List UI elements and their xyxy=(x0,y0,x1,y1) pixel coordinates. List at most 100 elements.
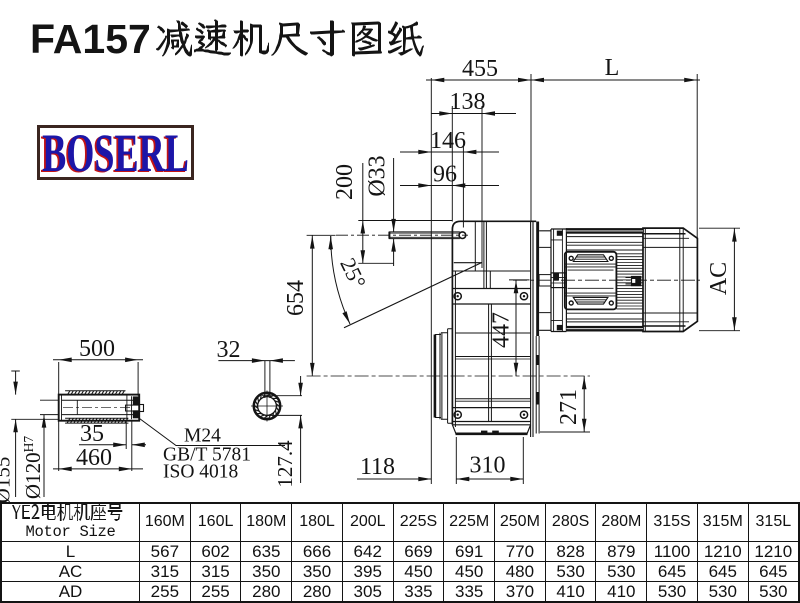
dim-label: 200 xyxy=(332,164,358,200)
dim-label: 96 xyxy=(433,162,457,188)
table-cell: 530 xyxy=(544,560,597,582)
dim-label: 32 xyxy=(217,337,241,363)
table-col-header: 180M xyxy=(240,502,293,542)
table-col-header: 225S xyxy=(392,502,445,542)
dim-label: Ø155 xyxy=(0,457,15,504)
wall-section xyxy=(536,221,540,336)
table-cell: 410 xyxy=(595,580,648,602)
table-col-header: 315L xyxy=(747,502,800,542)
table-cell: 280 xyxy=(240,580,293,602)
table-cell: 645 xyxy=(696,560,749,582)
table-cell: 350 xyxy=(240,560,293,582)
table-header-motor-size: Motor Size xyxy=(0,502,140,542)
line xyxy=(452,221,534,437)
dim-label: 138 xyxy=(450,89,486,115)
line xyxy=(551,277,567,284)
table-cell: 666 xyxy=(291,540,343,562)
table-cell: 669 xyxy=(392,540,445,562)
table-cell: 335 xyxy=(443,580,496,602)
page-title: FA157 xyxy=(30,14,425,60)
dim-label: Ø120H7 xyxy=(21,436,45,499)
dim-label: 455 xyxy=(462,56,498,82)
table-header-motor-size-en: Motor Size xyxy=(25,523,116,541)
window-bolt xyxy=(608,300,614,306)
base-nub xyxy=(481,430,488,434)
table-cell: 567 xyxy=(139,540,191,562)
dim-label: GB/T 5781 xyxy=(163,445,251,466)
table-col-header: 315S xyxy=(646,502,698,542)
dim-label: 654 xyxy=(283,280,309,316)
brand-logo-text: BOSERL xyxy=(42,122,189,183)
dim-label: 127.4 xyxy=(273,440,297,488)
window-detail xyxy=(572,296,609,305)
shaft-key-notch xyxy=(632,279,636,283)
m24-bolt xyxy=(138,403,145,413)
table-row-label: AC xyxy=(0,560,140,582)
table-row-label: AD xyxy=(0,580,140,602)
dim-label: 25° xyxy=(335,254,371,293)
line xyxy=(643,228,698,332)
table-cell: 645 xyxy=(747,560,800,582)
dim-label: ISO 4018 xyxy=(163,462,238,483)
table-cell: 635 xyxy=(240,540,293,562)
table-cell: 879 xyxy=(595,540,648,562)
flange-mark xyxy=(556,230,563,236)
window-detail xyxy=(574,256,607,303)
table-cell: 480 xyxy=(494,560,546,582)
endplate-section xyxy=(132,396,140,406)
dim-label: Ø33 xyxy=(365,155,391,196)
wall-section xyxy=(536,392,540,405)
table-cell: 350 xyxy=(291,560,343,582)
page-title-latin: FA157 xyxy=(30,16,151,62)
page-title-cjk xyxy=(155,19,424,57)
table-cell: 315 xyxy=(189,560,242,582)
table-col-header: 315M xyxy=(696,502,749,542)
motor-fin xyxy=(616,253,643,310)
table-cell: 530 xyxy=(595,560,648,582)
table-col-header: 160L xyxy=(189,502,242,542)
ext-line xyxy=(11,74,740,484)
table-cell: 410 xyxy=(544,580,597,602)
dim-label: AC xyxy=(706,262,732,295)
table-col-header: 250M xyxy=(494,502,546,542)
table-header-cjk xyxy=(11,504,122,521)
table-cell: 370 xyxy=(494,580,546,602)
flange-mark xyxy=(556,324,563,331)
bolt xyxy=(519,291,529,301)
base-nub xyxy=(492,430,499,434)
table-col-header: 180L xyxy=(291,502,343,542)
table-header-cjk-glyphs xyxy=(11,504,122,521)
section-hatch xyxy=(253,392,281,420)
table-cell: 770 xyxy=(494,540,546,562)
table-cell: 828 xyxy=(544,540,597,562)
brand-logo: BOSERL xyxy=(37,125,194,180)
bolt xyxy=(453,410,463,420)
center-line xyxy=(306,279,700,377)
table-cell: 305 xyxy=(341,580,394,602)
table-col-header: 160M xyxy=(139,502,191,542)
table-cell: 1100 xyxy=(646,540,698,562)
table-col-header: 280M xyxy=(595,502,648,542)
line xyxy=(455,358,531,402)
bolt xyxy=(519,410,529,420)
wall-section xyxy=(536,355,540,365)
table-col-header: 225M xyxy=(443,502,496,542)
dim-label: L xyxy=(605,55,620,81)
window-bolt xyxy=(608,255,614,261)
line xyxy=(61,221,646,434)
table-cell: 255 xyxy=(139,580,191,602)
shaft-key-mark xyxy=(630,275,642,287)
table-cell: 530 xyxy=(646,580,698,602)
center-line xyxy=(251,390,283,422)
table-cell: 691 xyxy=(443,540,496,562)
bolt-dot xyxy=(456,413,459,416)
input-shaft-line xyxy=(388,231,460,240)
bolt-dot xyxy=(522,413,526,416)
angle-25-line xyxy=(343,262,483,329)
dim-label: 310 xyxy=(470,453,506,479)
dim-label: 271 xyxy=(556,389,582,425)
bolt xyxy=(453,291,463,301)
